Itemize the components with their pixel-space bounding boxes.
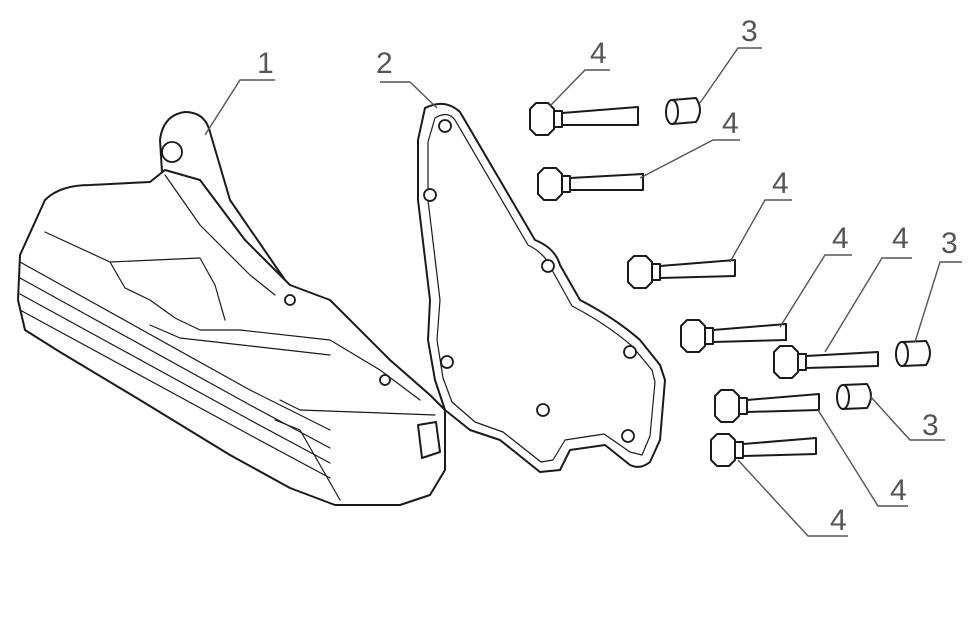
sleeve-3c: [836, 383, 872, 410]
bolt-4a: [529, 102, 639, 136]
leader-4a: [549, 69, 610, 107]
leader-4c: [729, 199, 792, 263]
bolt-4b: [537, 167, 644, 201]
callout-4b: 4: [722, 107, 739, 140]
bolt-4e: [773, 345, 879, 379]
callout-4c: 4: [772, 167, 789, 200]
bolt-4c: [627, 255, 736, 289]
leader-3c: [869, 395, 945, 441]
leader-lines: [204, 47, 962, 537]
callout-4d: 4: [832, 222, 849, 255]
bolt-4g: [710, 433, 817, 467]
leader-3a: [699, 47, 762, 104]
leader-1: [204, 79, 275, 136]
callout-3b: 3: [941, 227, 958, 260]
leader-4e: [824, 257, 912, 353]
leader-4g: [737, 459, 848, 537]
callout-labels: 1 2 3 3 3 4 4 4 4 4 4 4: [257, 15, 958, 537]
leader-4d: [779, 254, 852, 328]
callout-4g: 4: [830, 504, 847, 537]
leader-2: [380, 81, 438, 109]
leader-3b: [914, 261, 962, 343]
part-1-finned-cover: [17, 111, 446, 506]
callout-3a: 3: [741, 15, 758, 48]
sleeve-3b: [895, 340, 931, 367]
callout-4e: 4: [892, 222, 909, 255]
leader-4b: [639, 139, 740, 179]
callout-4f: 4: [890, 474, 907, 507]
callout-1: 1: [257, 47, 274, 80]
leader-4f: [817, 409, 908, 507]
callout-3c: 3: [922, 409, 939, 442]
callout-2: 2: [376, 47, 393, 80]
sleeve-3a: [665, 97, 701, 125]
bolt-4d: [680, 319, 787, 353]
bolt-4f: [714, 389, 820, 423]
part-2-gasket: [417, 102, 666, 473]
callout-4a: 4: [590, 37, 607, 70]
